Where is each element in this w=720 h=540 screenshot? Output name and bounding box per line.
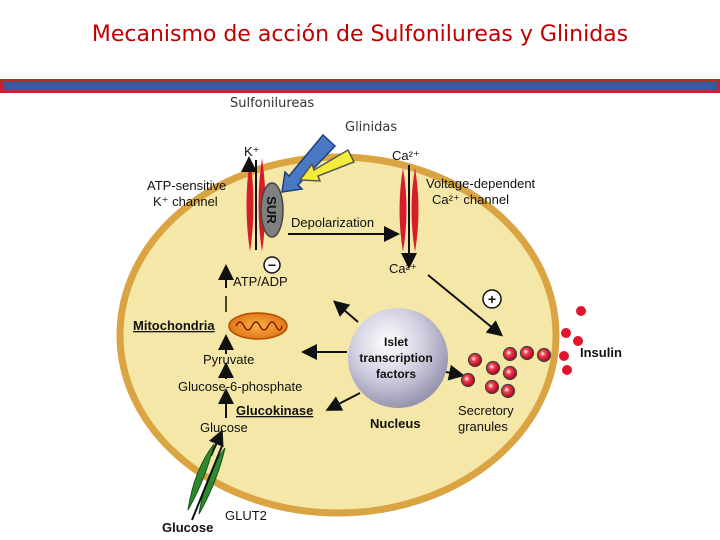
granule [519, 345, 535, 361]
vdcc-label-line1: Voltage-dependent [426, 176, 536, 191]
glucokinase-label: Glucokinase [236, 403, 313, 418]
glinides-label: Glinidas [345, 120, 398, 135]
secretory-granules [460, 345, 552, 399]
nucleus-to-glucokinase-arrow [325, 392, 361, 411]
glut2-to-glucose-arrow [208, 429, 224, 457]
minus-text: − [268, 257, 276, 273]
depolarization-label: Depolarization [291, 215, 374, 230]
granule [460, 372, 476, 388]
nucleus-label-line2: transcription [359, 351, 432, 365]
glucose-outside-label: Glucose [162, 520, 213, 535]
granule [484, 379, 500, 395]
granule [536, 347, 552, 363]
ca-top-label: Ca²⁺ [392, 148, 420, 163]
k-ion-label: K⁺ [244, 144, 260, 159]
katp-label-line1: ATP-sensitive [147, 178, 226, 193]
nucleus-label-line1: Islet [384, 335, 408, 349]
glinide-arrow [298, 148, 356, 182]
insulin-dot [559, 351, 569, 361]
secretory-label-line1: Secretory [458, 403, 514, 418]
slide-title: Mecanismo de acción de Sulfonilureas y G… [91, 22, 629, 47]
secretory-label-line2: granules [458, 419, 508, 434]
katp-label-line2: K⁺ channel [153, 194, 218, 209]
sulfonylureas-label: Sulfonilureas [230, 96, 315, 111]
sur-receptor [260, 182, 284, 238]
granule [502, 365, 518, 381]
ca-to-granules-arrow [427, 274, 504, 337]
insulin-dot [562, 365, 572, 375]
divider-blue-bar [3, 82, 717, 90]
glut2-label: GLUT2 [225, 508, 267, 523]
plus-text: + [488, 291, 496, 307]
pyruvate-label: Pyruvate [203, 352, 254, 367]
nucleus-label: Nucleus [370, 416, 421, 431]
cell-membrane [116, 153, 560, 517]
insulin-dot [576, 306, 586, 316]
mitochondrion [228, 312, 288, 340]
insulin-dot [573, 336, 583, 346]
ca-channel-right [411, 168, 419, 252]
nucleus-to-granules-arrow [445, 364, 465, 381]
insulin-label: Insulin [580, 345, 622, 360]
ca-channel-left [399, 168, 407, 252]
katp-channel-left [246, 158, 254, 252]
mitochondria-label: Mitochondria [133, 318, 215, 333]
glucose-transport-line [191, 445, 223, 521]
nucleus-label-line3: factors [376, 367, 416, 381]
vdcc-label-line2: Ca²⁺ channel [432, 192, 509, 207]
sur-text: SUR [264, 196, 279, 224]
nucleus-body [348, 308, 448, 408]
title-divider [0, 79, 720, 93]
granule [502, 346, 518, 362]
atp-adp-label: ATP/ADP [233, 274, 288, 289]
insulin-dots [559, 306, 586, 375]
granule [500, 383, 516, 399]
glucose-inside-label: Glucose [200, 420, 248, 435]
granule [485, 360, 501, 376]
g6p-label: Glucose-6-phosphate [178, 379, 302, 394]
glut2-left [187, 443, 215, 511]
inhibition-symbol [263, 256, 281, 274]
stimulation-symbol [482, 289, 502, 309]
granule [467, 352, 483, 368]
sulfonylurea-arrow [281, 133, 337, 193]
mitochondrion-cristae [235, 321, 283, 331]
nucleus-to-atp-arrow [332, 300, 359, 323]
ca-inside-label: Ca²⁺ [389, 261, 417, 276]
insulin-dot [561, 328, 571, 338]
